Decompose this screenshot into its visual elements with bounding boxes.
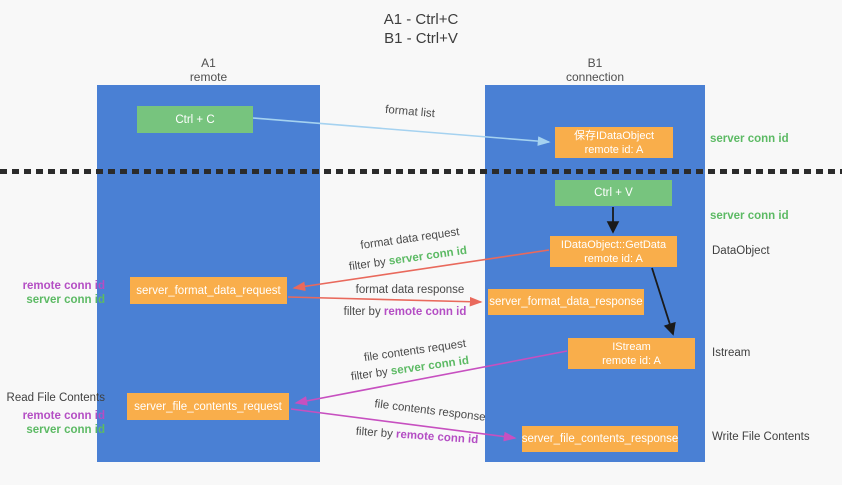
diagram-title: A1 - Ctrl+C B1 - Ctrl+V — [0, 10, 842, 48]
server-conn-id-text: server conn id — [388, 244, 468, 268]
file-request-annotations: Read File Contents remote conn id server… — [5, 391, 105, 437]
server-file-contents-response-label: server_file_contents_response — [521, 433, 679, 445]
istream-node: IStream remote id: A — [568, 338, 695, 369]
remote-conn-id-annotation: remote conn id — [22, 280, 105, 292]
column-a1-subtitle: remote — [189, 70, 228, 84]
column-a1-name: A1 — [201, 56, 216, 70]
server-format-data-response-label: server_format_data_response — [489, 296, 643, 308]
server-format-data-request-node: server_format_data_request — [130, 277, 287, 304]
server-format-data-request-label: server_format_data_request — [136, 284, 281, 297]
format-list-label: format list — [384, 103, 436, 121]
istream-line2: remote id: A — [602, 354, 661, 367]
format-request-conn-id-annotations: remote conn id server conn id — [5, 279, 105, 307]
server-file-contents-request-node: server_file_contents_request — [127, 393, 289, 420]
server-conn-id-annotation-mid: server conn id — [710, 210, 789, 222]
title-line-a1: A1 - Ctrl+C — [383, 11, 459, 28]
ctrl-c-node: Ctrl + C — [137, 106, 253, 133]
column-header-a1: A1 remote — [97, 56, 320, 84]
read-file-contents-annotation: Read File Contents — [6, 392, 105, 404]
remote-conn-id-text: remote conn id — [383, 306, 467, 318]
server-conn-id-annotation: server conn id — [26, 424, 105, 436]
column-header-b1: B1 connection — [485, 56, 705, 84]
filter-by-text: filter by — [348, 256, 387, 274]
save-idataobject-node: 保存IDataObject remote id: A — [555, 127, 673, 158]
server-conn-id-annotation: server conn id — [26, 294, 105, 306]
remote-conn-id-text: remote conn id — [395, 428, 479, 447]
ctrl-c-label: Ctrl + C — [175, 113, 215, 126]
getdata-line1: IDataObject::GetData — [560, 238, 667, 251]
filter-by-remote-conn-id-label-1: filter by remote conn id — [325, 306, 485, 318]
save-idataobject-line2: remote id: A — [584, 143, 644, 156]
server-file-contents-request-label: server_file_contents_request — [134, 400, 282, 413]
server-format-data-response-node: server_format_data_response — [488, 289, 644, 315]
remote-conn-id-annotation: remote conn id — [22, 410, 105, 422]
ctrl-v-label: Ctrl + V — [594, 187, 633, 199]
format-data-response-label: format data response — [355, 284, 465, 296]
column-b1-subtitle: connection — [565, 70, 625, 84]
istream-annotation: Istream — [712, 347, 751, 359]
istream-line1: IStream — [612, 340, 651, 353]
save-idataobject-line1: 保存IDataObject — [573, 129, 655, 142]
section-divider-dotted-line — [0, 169, 842, 174]
filter-by-text: filter by — [350, 366, 389, 384]
title-line-b1: B1 - Ctrl+V — [384, 30, 458, 47]
filter-by-remote-conn-id-label-2: filter by remote conn id — [332, 424, 502, 448]
server-file-contents-response-node: server_file_contents_response — [522, 426, 678, 452]
write-file-contents-annotation: Write File Contents — [712, 431, 810, 443]
filter-by-text: filter by — [343, 306, 381, 318]
column-b1-name: B1 — [587, 56, 603, 70]
filter-by-text: filter by — [355, 425, 394, 441]
dataobject-annotation: DataObject — [712, 245, 770, 257]
server-conn-id-annotation-top: server conn id — [710, 133, 789, 145]
ctrl-v-node: Ctrl + V — [555, 180, 672, 206]
getdata-line2: remote id: A — [584, 252, 643, 265]
idataobject-getdata-node: IDataObject::GetData remote id: A — [550, 236, 677, 267]
